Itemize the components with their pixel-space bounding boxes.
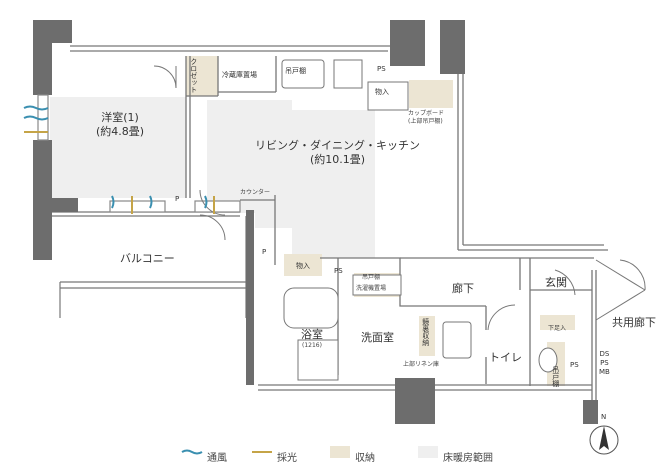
floor-heating-areas (50, 87, 375, 258)
linen-shelf-label: 上部リネン庫 (403, 361, 440, 368)
bathtub (283, 287, 339, 329)
counter-label: カウンター (240, 189, 271, 196)
storage-closet (186, 56, 218, 96)
daylight-arrows (24, 131, 215, 214)
western-room-size: (約4.8畳) (96, 124, 145, 138)
balcony-label: バルコニー (120, 252, 175, 265)
p-mid-label: P (262, 248, 267, 256)
legend-storage-text: 収納 (355, 453, 375, 464)
compass-north-label: N (601, 413, 607, 421)
cupboard-note: (上部吊戸棚) (408, 117, 443, 125)
toilet-hanging-cabinet-label: 吊戸棚 (551, 366, 560, 387)
legend-storage: 収納 (355, 449, 375, 464)
wash-hanging-cabinet-label: 吊戸棚 (362, 274, 381, 281)
wall-column-right (583, 400, 598, 424)
entrance-label: 玄関 (545, 276, 567, 289)
legend-heating-swatch (418, 446, 438, 458)
ds-label: DS (599, 350, 610, 358)
wall-left-upper (33, 20, 72, 95)
wall-column-top (390, 20, 425, 66)
bathroom-size: (1216) (302, 341, 322, 349)
storage-top-label: 物入 (375, 88, 389, 96)
legend-storage-swatch (330, 446, 350, 458)
mirror-storage-label: 鏡裏収納 (421, 318, 430, 346)
storage-shoe (540, 315, 575, 330)
storage-cupboard (409, 80, 453, 108)
kitchen-hanging-cabinet-label: 吊戸棚 (285, 67, 306, 75)
balcony-outline (59, 216, 247, 318)
storage-mid (284, 254, 322, 276)
compass (589, 425, 619, 455)
western-room-label: 洋室(1) (約4.8畳) (96, 111, 144, 139)
ldk-label: リビング・ダイニング・キッチン (約10.1畳) (255, 139, 420, 167)
storage-mirror (419, 316, 435, 356)
floor-heating-western-room (50, 87, 190, 198)
ventilation-arrows (23, 105, 208, 209)
kitchen-stove (333, 59, 363, 89)
ldk-name: リビング・ダイニング・キッチン (255, 139, 420, 152)
ds-ps-mb-label: DS PS MB (599, 350, 610, 376)
ps-mid-label: PS (334, 267, 343, 275)
legend-floor-heating: 床暖房範囲 (443, 449, 493, 464)
washer-box (352, 274, 402, 296)
kitchen-sink (281, 59, 325, 89)
legend-floor-heating-text: 床暖房範囲 (443, 453, 493, 464)
compass-needle (599, 426, 609, 450)
structural-walls (33, 20, 598, 424)
shower-area (297, 339, 339, 381)
windows (37, 94, 241, 213)
fixtures (281, 59, 558, 381)
legend-ventilation-text: 通風 (207, 453, 227, 464)
mb-label: MB (599, 367, 610, 376)
common-corridor-label: 共用廊下 (612, 316, 656, 329)
storage-mid-label: 物入 (296, 262, 310, 270)
bathroom-label: 浴室 (1216) (301, 328, 323, 349)
cupboard-label: カップボード (上部吊戸棚) (408, 110, 444, 125)
western-room-name: 洋室(1) (101, 111, 139, 124)
wall-left-lower (33, 140, 78, 260)
ps-top-label: PS (377, 65, 386, 73)
ps-label: PS (600, 358, 609, 367)
washer-space-label: 洗濯機置場 (356, 285, 387, 292)
p-left-label: P (175, 195, 180, 203)
legend-daylight: 採光 (277, 449, 297, 464)
wall-column-bottom (395, 378, 435, 424)
ldk-size: (約10.1畳) (309, 152, 366, 166)
doors (153, 65, 646, 331)
shoe-storage-label: 下足入 (548, 325, 567, 332)
ps-right-label: PS (570, 361, 579, 369)
wall-column-top-right (440, 20, 465, 74)
toilet-bowl (538, 347, 558, 373)
toilet-label: トイレ (489, 351, 522, 364)
hallway-label: 廊下 (452, 282, 474, 295)
legend-daylight-text: 採光 (277, 453, 297, 464)
fridge-space-label: 冷蔵庫置場 (222, 71, 257, 79)
legend-ventilation-swatch (181, 449, 203, 455)
legend-swatches (181, 446, 438, 458)
storage-top-box (367, 81, 409, 111)
cupboard-name: カップボード (408, 110, 445, 117)
bathroom-name: 浴室 (301, 328, 323, 341)
washroom-label: 洗面室 (361, 331, 394, 344)
closet-label: クロゼット (189, 58, 198, 93)
wall-column-mid (246, 210, 254, 385)
floor-heating-ldk (207, 100, 375, 258)
wash-basin (442, 321, 472, 359)
legend-ventilation: 通風 (207, 449, 227, 464)
interior-walls (50, 45, 608, 400)
